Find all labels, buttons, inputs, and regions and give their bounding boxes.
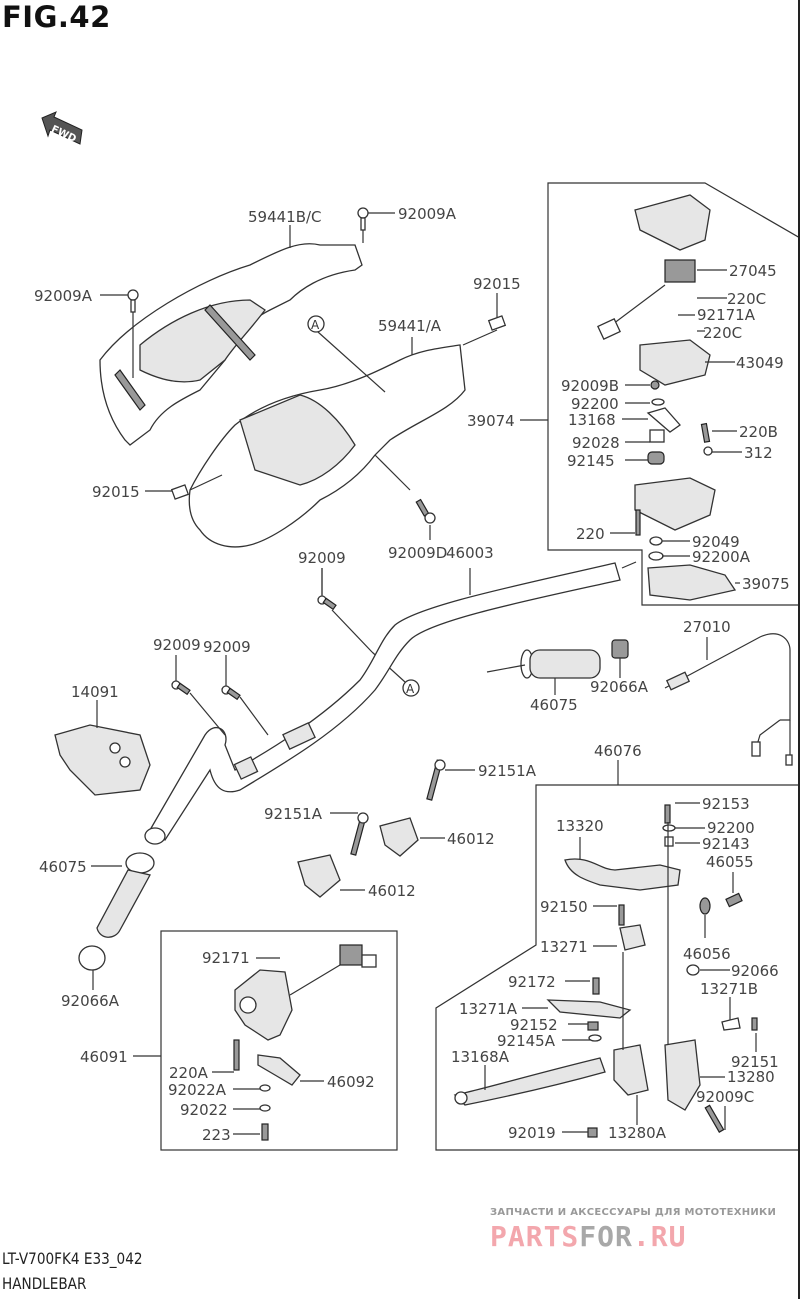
watermark-brand-part1: PARTS [490,1220,580,1253]
callout-92015-right: 92015 [473,275,521,293]
callout-92022a: 92022A [168,1081,227,1099]
throttle-assembly-box [547,182,800,606]
callout-92066: 92066 [731,962,779,980]
svg-text:A: A [311,318,320,332]
figure-title: FIG.42 [2,0,111,34]
right-border [798,0,800,1299]
switch-parts [233,944,377,1141]
callout-92145a: 92145A [497,1032,556,1050]
watermark-logo: PARTSFOR.RU [490,1220,686,1253]
callout-92152: 92152 [510,1016,558,1034]
watermark-subtitle: ЗАПЧАСТИ И АКСЕССУАРЫ ДЛЯ МОТОТЕХНИКИ [490,1207,777,1218]
callout-13168a: 13168A [451,1048,510,1066]
callout-13271b: 13271B [700,980,758,998]
callout-46092: 46092 [327,1073,375,1091]
callout-27010: 27010 [683,618,731,636]
left-cover [54,724,151,796]
watermark-brand-part3: .RU [632,1220,687,1253]
callout-13271a: 13271A [459,1000,518,1018]
callout-92009d: 92009D [388,544,447,562]
screw-icon [127,207,507,524]
callout-92009a-left: 92009A [34,287,93,305]
throttle-parts [597,194,737,601]
callout-92009-left-2: 92009 [203,638,251,656]
handlebar [144,562,621,845]
callout-220: 220 [576,525,605,543]
callout-92171a: 92171A [697,306,756,324]
callout-92151a-1: 92151A [478,762,537,780]
callout-13280a: 13280A [608,1124,667,1142]
callout-46012-1: 46012 [447,830,495,848]
callout-46076: 46076 [594,742,642,760]
callout-92015-left: 92015 [92,483,140,501]
callout-92009-left-1: 92009 [153,636,201,654]
reference-marker-a: A A [307,315,420,697]
callout-92171: 92171 [202,949,250,967]
callout-220c-1: 220C [727,290,766,308]
handlebar-holders [297,759,446,898]
callout-92028: 92028 [572,434,620,452]
callout-92200-brake: 92200 [707,819,755,837]
callout-13271: 13271 [540,938,588,956]
callout-27045: 27045 [729,262,777,280]
callout-43049: 43049 [736,354,784,372]
callout-92143: 92143 [702,835,750,853]
brake-parts [453,804,758,1138]
callout-220c-2: 220C [703,324,742,342]
callout-312: 312 [744,444,773,462]
callout-13280: 13280 [727,1068,775,1086]
callout-39075: 39075 [742,575,790,593]
callout-46012-2: 46012 [368,882,416,900]
handlebar-cover-upper [99,243,363,446]
callout-92200: 92200 [571,395,619,413]
callout-92151: 92151 [731,1053,779,1071]
callout-92066a-left: 92066A [61,992,120,1010]
callout-39074: 39074 [467,412,515,430]
callout-220a: 220A [169,1064,209,1082]
callout-92145: 92145 [567,452,615,470]
callout-92049: 92049 [692,533,740,551]
callout-46075-right: 46075 [530,696,578,714]
callout-220b: 220B [739,423,778,441]
model-code: LT-V700FK4 E33_042 [2,1249,143,1268]
callout-92200a: 92200A [692,548,751,566]
callout-92009b: 92009B [561,377,619,395]
callout-92153: 92153 [702,795,750,813]
left-grip [78,852,155,971]
callout-46055: 46055 [706,853,754,871]
callout-92150: 92150 [540,898,588,916]
forward-arrow-icon: FWD [41,111,83,145]
callout-46091: 46091 [80,1048,128,1066]
callout-59441-a: 59441/A [378,317,442,335]
right-grip [520,639,629,679]
switch-assembly-box [160,930,398,1151]
handlebar-cover-lower [188,344,466,548]
callout-13320: 13320 [556,817,604,835]
callout-92019: 92019 [508,1124,556,1142]
brake-assembly-box [435,784,800,1151]
callout-92009-center: 92009 [298,549,346,567]
callout-13168: 13168 [568,411,616,429]
callout-223: 223 [202,1126,231,1144]
callout-92151a-2: 92151A [264,805,323,823]
callout-46075-left: 46075 [39,858,87,876]
callout-92009a-top: 92009A [398,205,457,223]
callout-46056: 46056 [683,945,731,963]
callout-59441b-c: 59441B/C [248,208,322,226]
callout-92172: 92172 [508,973,556,991]
callout-46003: 46003 [446,544,494,562]
section-name: HANDLEBAR [2,1274,87,1293]
svg-text:A: A [406,682,415,696]
throttle-cable [664,633,793,766]
watermark-brand-part2: FOR [579,1220,633,1253]
callout-14091: 14091 [71,683,119,701]
callout-92022: 92022 [180,1101,228,1119]
callout-92009c: 92009C [696,1088,754,1106]
callout-92066a-right: 92066A [590,678,649,696]
